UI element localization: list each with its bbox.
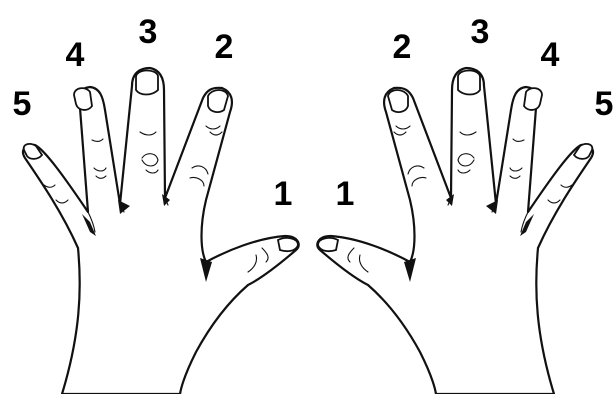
right-nail-3 <box>458 70 480 94</box>
right-finger-label-5: 5 <box>595 85 614 123</box>
right-finger-label-3: 3 <box>471 13 490 51</box>
right-hand-outline <box>317 68 593 394</box>
left-finger-label-1: 1 <box>274 175 293 213</box>
right-finger-label-2: 2 <box>393 28 412 66</box>
left-nail-1 <box>278 238 298 251</box>
left-finger-label-4: 4 <box>66 36 85 74</box>
right-nail-2 <box>388 90 408 112</box>
left-nail-3 <box>136 70 158 94</box>
left-nail-5 <box>24 144 42 159</box>
left-hand <box>23 68 299 394</box>
right-finger-label-4: 4 <box>541 36 560 74</box>
right-nail-5 <box>574 144 592 159</box>
left-finger-label-3: 3 <box>139 13 158 51</box>
left-nail-4 <box>74 88 92 110</box>
right-hand <box>317 68 593 394</box>
left-hand-outline <box>23 68 299 394</box>
right-nail-1 <box>318 238 338 251</box>
left-nail-2 <box>208 90 228 112</box>
left-finger-label-5: 5 <box>13 85 32 123</box>
right-nail-4 <box>524 88 542 110</box>
right-finger-label-1: 1 <box>336 175 355 213</box>
left-finger-label-2: 2 <box>215 28 234 66</box>
